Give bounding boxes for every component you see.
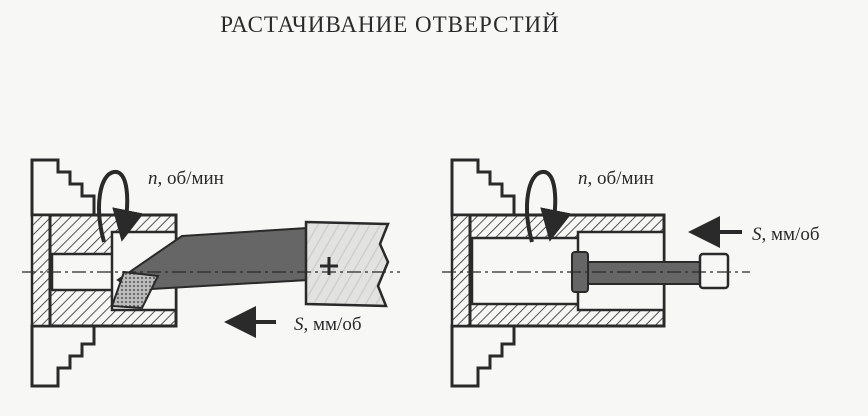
left-diagram: n, об/мин S, мм/об xyxy=(22,158,400,388)
left-feed-label: S, мм/об xyxy=(294,314,362,335)
right-chuck-plate xyxy=(450,213,472,328)
right-boring-bar xyxy=(571,261,703,285)
right-diagram: n, об/мин S, мм/об xyxy=(442,158,820,388)
right-end-nut xyxy=(698,252,730,290)
left-upper-chuck-jaw xyxy=(30,158,96,217)
left-tool-holder xyxy=(304,220,390,308)
left-chuck-plate xyxy=(30,213,52,328)
left-rotation-label: n, об/мин xyxy=(148,168,224,189)
right-feed-label: S, мм/об xyxy=(752,224,820,245)
left-lower-chuck-jaw xyxy=(30,324,96,388)
right-rotation-arrow xyxy=(525,170,572,243)
left-rotation-arrow xyxy=(97,170,144,243)
diagram-title: РАСТАЧИВАНИЕ ОТВЕРСТИЙ xyxy=(220,12,560,37)
right-through-bore xyxy=(470,236,582,306)
left-cutting-insert xyxy=(110,270,160,310)
right-lower-chuck-jaw xyxy=(450,324,516,388)
right-rotation-label: n, об/мин xyxy=(578,168,654,189)
right-upper-chuck-jaw xyxy=(450,158,516,217)
